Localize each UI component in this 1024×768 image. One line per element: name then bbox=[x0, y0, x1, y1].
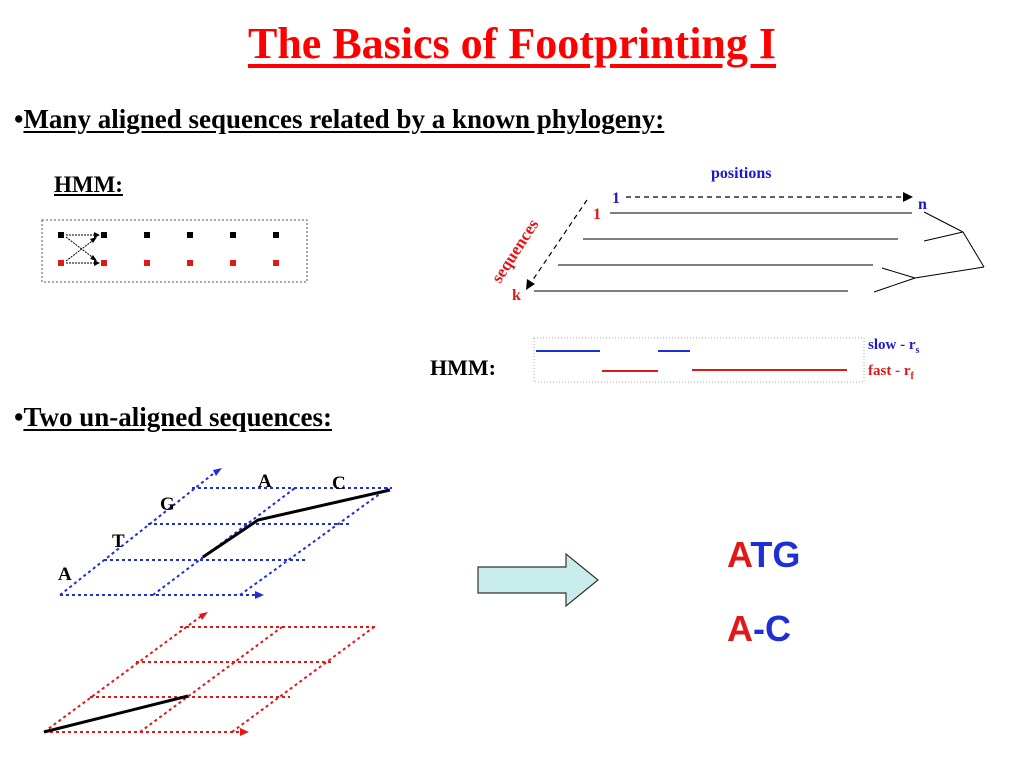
fast-rate-label: fast - rf bbox=[868, 363, 914, 382]
positions-label: positions bbox=[711, 165, 771, 182]
bullet-aligned-text: Many aligned sequences related by a know… bbox=[23, 104, 665, 134]
result-arrow bbox=[477, 552, 599, 608]
grid-letter-a-left: A bbox=[58, 564, 72, 585]
red-alignment-path bbox=[43, 694, 189, 734]
seq-end-label: k bbox=[512, 287, 521, 304]
phylogeny-tree bbox=[873, 211, 985, 293]
pos-start-label: 1 bbox=[612, 190, 620, 207]
slow-rate-label: slow - rs bbox=[868, 337, 919, 356]
blue-alignment-grid bbox=[59, 469, 392, 596]
hmm-box bbox=[41, 219, 308, 283]
slow-rate-text: slow - r bbox=[868, 337, 916, 353]
bullet-dot-2: • bbox=[14, 402, 24, 432]
hmm-transitions bbox=[65, 234, 97, 264]
alignment-diagram: positions 1 n 1 k sequences bbox=[487, 165, 985, 304]
blue-alignment-path bbox=[202, 488, 391, 559]
hmm-slow-states bbox=[58, 232, 279, 238]
sequences-arrow bbox=[529, 199, 588, 285]
result-line1-rest: TG bbox=[750, 534, 801, 575]
slow-rate-sub: s bbox=[915, 345, 920, 356]
result-line-2: A-C bbox=[727, 608, 791, 650]
page-title: The Basics of Footprinting I bbox=[247, 19, 777, 68]
result-line2-rest: -C bbox=[753, 608, 791, 649]
bullet-dot: • bbox=[14, 104, 24, 134]
result-line-1: ATG bbox=[727, 534, 800, 576]
pos-end-label: n bbox=[918, 196, 927, 213]
grid-letter-t: T bbox=[112, 531, 125, 552]
seq-start-label: 1 bbox=[593, 206, 601, 223]
blue-grid-letters: A T G A C bbox=[58, 471, 346, 585]
fast-rate-sub: f bbox=[910, 371, 914, 382]
grid-letter-a-top: A bbox=[258, 471, 272, 492]
hmm-path-diagram bbox=[533, 337, 865, 383]
hmm-label-top: HMM: bbox=[54, 172, 123, 197]
bullet-unaligned-text: Two un-aligned sequences: bbox=[23, 402, 332, 432]
fast-rate-text: fast - r bbox=[868, 363, 911, 379]
red-alignment-grid bbox=[43, 613, 378, 733]
result-line1-first: A bbox=[727, 534, 751, 575]
hmm-label-bottom: HMM: bbox=[430, 355, 496, 380]
bullet-unaligned-sequences: •Two un-aligned sequences: bbox=[14, 402, 332, 433]
bullet-aligned-sequences: •Many aligned sequences related by a kno… bbox=[14, 104, 664, 135]
sequence-lines bbox=[534, 212, 912, 292]
grid-letter-c: C bbox=[332, 473, 346, 494]
result-line2-first: A bbox=[727, 608, 753, 649]
sequences-label: sequences bbox=[487, 215, 542, 286]
hmm-fast-states bbox=[58, 260, 279, 266]
grid-letter-g: G bbox=[160, 494, 175, 515]
hmm-path-box bbox=[533, 337, 865, 383]
